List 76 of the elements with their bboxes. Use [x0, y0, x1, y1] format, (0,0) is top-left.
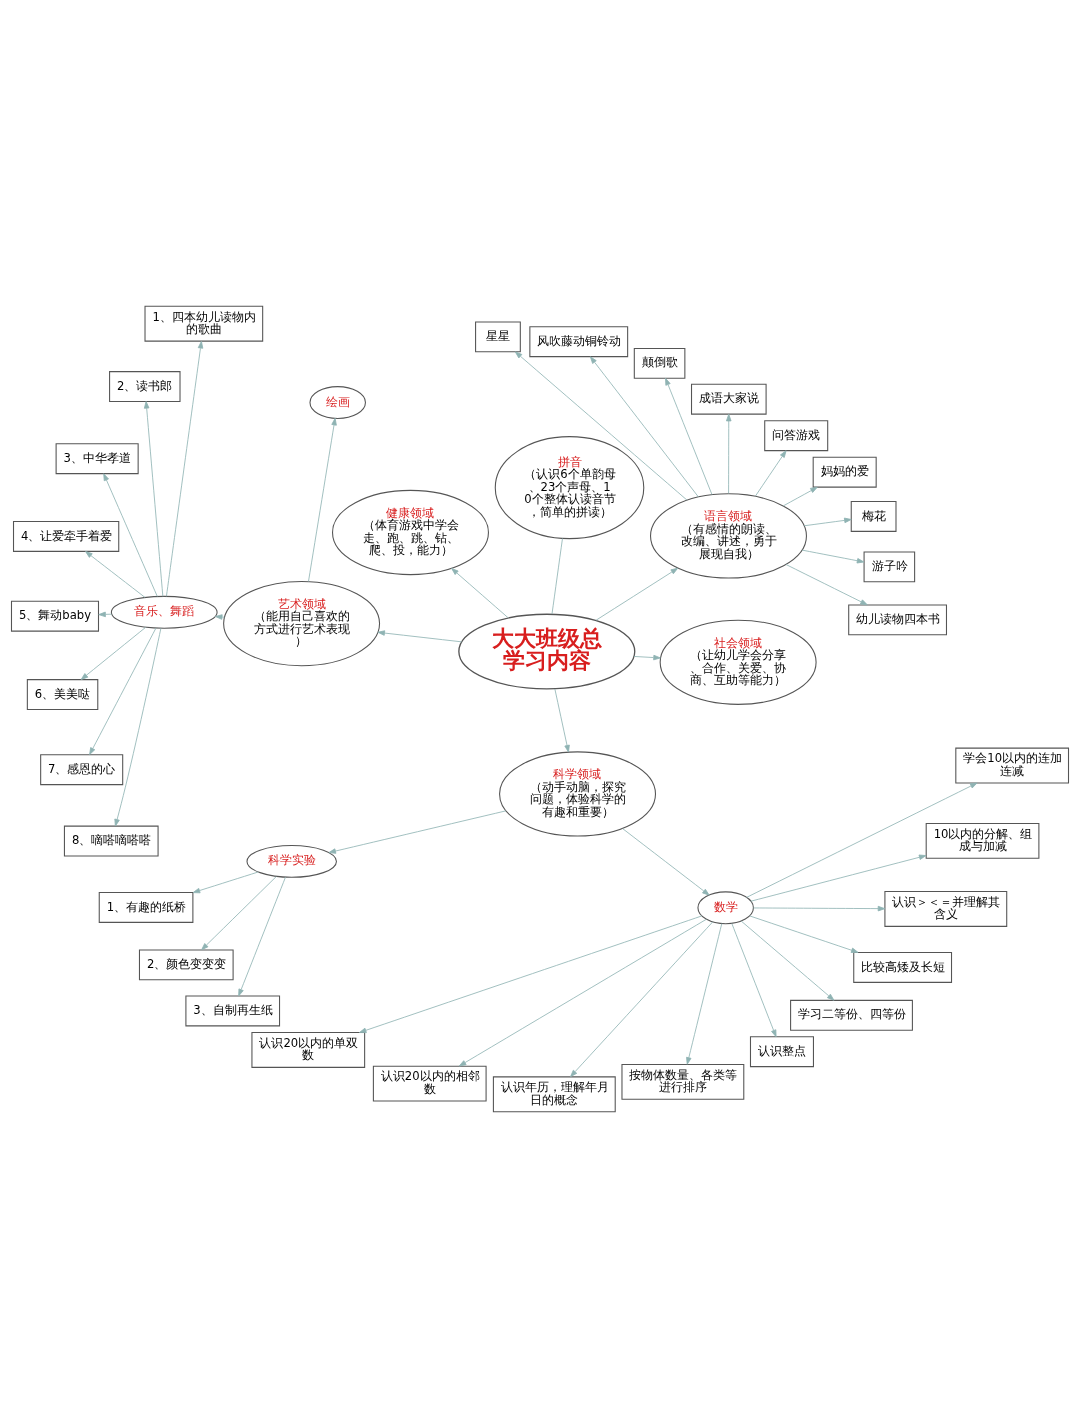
- arrow: [514, 350, 688, 501]
- arrow: [103, 472, 158, 597]
- arrow: [622, 827, 710, 896]
- connector: [551, 537, 563, 614]
- arrow: [89, 627, 157, 755]
- arrow: [80, 626, 147, 680]
- arrow: [755, 449, 787, 496]
- arrow: [201, 875, 277, 950]
- node-box: 6、美美哒: [26, 678, 99, 710]
- node-box: 问答游戏: [764, 419, 829, 451]
- node-box: 5、舞动baby: [10, 600, 100, 632]
- node-box: 风吹藤动铜铃动: [529, 325, 629, 357]
- node-box: 认识20以内的相邻数: [372, 1065, 487, 1101]
- arrow: [749, 914, 859, 953]
- node-box: 1、四本幼儿读物内的歌曲: [144, 305, 264, 342]
- arrow: [665, 377, 713, 495]
- node-box: 按物体数量、各类等进行排序: [621, 1063, 745, 1100]
- arrow: [783, 486, 818, 506]
- arrow: [377, 629, 463, 642]
- node-box: 颠倒歌: [633, 347, 686, 379]
- arrow: [633, 654, 661, 660]
- node-box: 1、有趣的纸桥: [98, 891, 194, 923]
- node-box: 学会10以内的连加连减: [955, 747, 1070, 783]
- node-box: 3、中华孝道: [55, 442, 139, 474]
- arrow: [686, 922, 723, 1065]
- node-box: 2、读书郎: [109, 370, 181, 402]
- arrow: [328, 809, 507, 854]
- node-box: 10以内的分解、组成与加减: [925, 822, 1040, 859]
- node-ellipse: 绘画: [309, 385, 366, 419]
- arrow: [803, 517, 852, 526]
- node-ellipse: 社会领域 （让幼儿学会分享、合作、关爱、协商、互助等能力）: [659, 619, 817, 705]
- arrow: [590, 355, 699, 497]
- arrow: [143, 400, 164, 597]
- arrow: [746, 782, 978, 898]
- node-ellipse: 拼音 （认识6个单韵母、23个声母、10个整体认读音节，简单的拼读）: [494, 435, 645, 539]
- arrow: [731, 922, 777, 1037]
- arrow: [308, 417, 337, 582]
- node-box: 成语大家说: [691, 383, 767, 415]
- arrow: [554, 688, 570, 752]
- node-box: 妈妈的爱: [812, 456, 877, 488]
- arrow: [451, 567, 509, 618]
- arrow: [750, 854, 927, 902]
- arrow: [166, 340, 204, 597]
- arrow: [570, 920, 714, 1077]
- arrow: [752, 905, 886, 911]
- arrow: [114, 627, 162, 826]
- node-box: 梅花: [850, 500, 897, 532]
- node-box: 7、感恩的心: [40, 753, 124, 785]
- node-box: 2、颜色变变变: [138, 948, 234, 980]
- arrow: [458, 918, 707, 1066]
- node-box: 4、让爱牵手着爱: [12, 520, 120, 552]
- node-box: 8、嘀嗒嘀嗒嗒: [63, 825, 159, 856]
- node-ellipse: 音乐、舞蹈: [110, 595, 218, 629]
- arrow: [740, 920, 835, 1001]
- node-box: 认识＞＜＝并理解其含义: [884, 890, 1008, 927]
- node-box: 学习二等份、四等份: [790, 999, 913, 1031]
- arrow: [238, 876, 286, 996]
- node-box: 比较高矮及长短: [853, 951, 953, 983]
- node-box: 星星: [475, 320, 521, 352]
- node-box: 认识20以内的单双数: [251, 1031, 366, 1068]
- arrow: [801, 549, 865, 563]
- node-box: 游子吟: [863, 550, 916, 582]
- node-ellipse: 大大班级总学习内容: [458, 613, 636, 690]
- arrow: [785, 563, 868, 605]
- node-box: 认识整点: [749, 1035, 814, 1067]
- arrow: [726, 413, 732, 494]
- arrow: [359, 915, 703, 1033]
- arrow: [98, 611, 113, 617]
- node-box: 认识年历，理解年月日的概念: [492, 1075, 616, 1112]
- arrow: [192, 871, 259, 893]
- arrow: [85, 550, 146, 598]
- node-box: 幼儿读物四本书: [848, 603, 947, 635]
- node-ellipse: 科学领域 （动手动脑，探究问题，体验科学的有趣和重要）: [499, 750, 657, 837]
- node-ellipse: 语言领域 （有感情的朗读、改编、讲述，勇于展现自我）: [650, 492, 807, 579]
- arrow: [595, 567, 679, 621]
- node-box: 3、自制再生纸: [185, 995, 281, 1026]
